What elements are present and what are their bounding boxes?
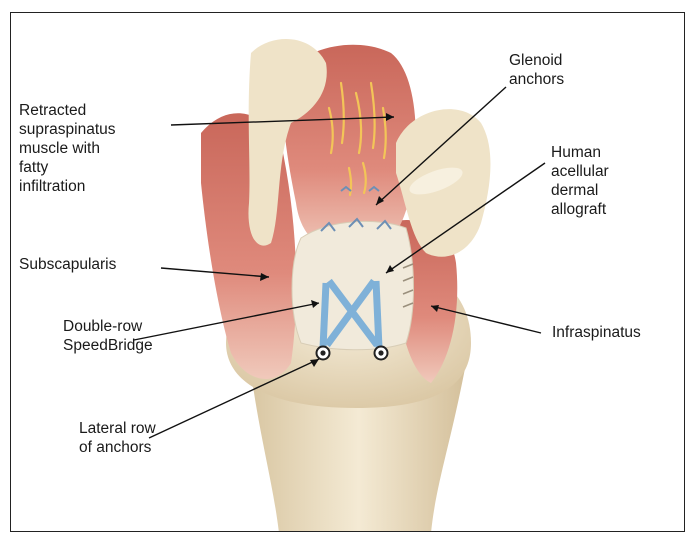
label-retracted-supraspinatus: Retracted supraspinatus muscle with fatt… (19, 101, 116, 196)
label-infraspinatus: Infraspinatus (552, 323, 641, 342)
label-glenoid-anchors: Glenoid anchors (509, 51, 564, 89)
label-subscapularis: Subscapularis (19, 255, 116, 274)
figure-frame: Retracted supraspinatus muscle with fatt… (10, 12, 685, 532)
dermal-allograft (292, 221, 414, 349)
label-dermal-allograft: Human acellular dermal allograft (551, 143, 609, 219)
label-speedbridge: Double-row SpeedBridge (63, 317, 153, 355)
label-lateral-row: Lateral row of anchors (79, 419, 156, 457)
